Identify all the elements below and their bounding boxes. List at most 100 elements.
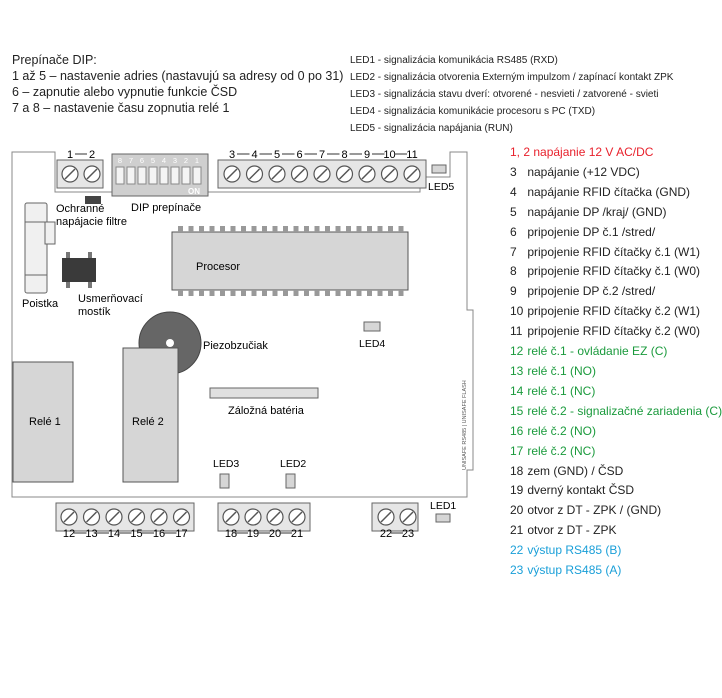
processor-pin — [335, 290, 341, 296]
terminal-number: 9 — [364, 149, 370, 161]
processor-pin — [346, 226, 351, 232]
processor-pin — [220, 290, 225, 296]
terminal-number: 13 — [85, 528, 97, 540]
terminal-block-22-23 — [371, 502, 419, 532]
legend-row: 13 relé č.1 (NO) — [510, 362, 722, 382]
legend-number: 20 — [510, 503, 524, 518]
legend-text: napájanie (+12 VDC) — [524, 164, 640, 179]
terminal-number: 20 — [269, 528, 281, 540]
processor-pin — [314, 226, 320, 232]
relay1 — [12, 361, 74, 483]
legend-row: 19 dverný kontakt ČSD — [510, 481, 722, 501]
dip-number: 6 — [140, 156, 144, 165]
battery-label: Záložná batéria — [228, 405, 305, 417]
terminal-number: 4 — [251, 149, 257, 161]
legend-number: 10 — [510, 304, 524, 319]
legend-text: napájanie DP /kraj/ (GND) — [524, 204, 667, 219]
screw-slot — [85, 511, 98, 523]
led4 — [363, 321, 381, 332]
terminal-number: 18 — [225, 528, 237, 540]
legend-row: 8 pripojenie RFID čítačky č.1 (W0) — [510, 262, 722, 282]
relay2-label: Relé 2 — [132, 416, 164, 428]
processor-pin — [314, 290, 320, 296]
legend-text: relé č.1 - ovládanie EZ (C) — [524, 344, 668, 359]
processor-pin — [388, 290, 393, 296]
legend-number: 1, 2 — [510, 145, 531, 159]
processor-pin — [398, 226, 404, 232]
screw-slot — [248, 168, 261, 180]
processor-pin — [398, 290, 404, 296]
filter-component — [85, 196, 101, 204]
legend-number: 8 — [510, 264, 517, 279]
legend-number: 19 — [510, 483, 524, 498]
backup-battery — [209, 387, 319, 399]
terminal-number: 8 — [341, 149, 347, 161]
legend-row: 7 pripojenie RFID čítačky č.1 (W1) — [510, 243, 722, 263]
legend-row: 3 napájanie (+12 VDC) — [510, 163, 722, 183]
processor-pin — [356, 290, 362, 296]
screw-slot — [271, 168, 283, 180]
screw-slot — [175, 511, 188, 523]
dip-key — [126, 166, 136, 185]
screw-slot — [225, 511, 237, 523]
side-text: UNISAFE RS485 | UNISAFE FLASH — [462, 380, 468, 470]
led4-label: LED4 — [359, 338, 385, 350]
led5-label: LED5 — [428, 181, 454, 193]
dip-number: 8 — [118, 156, 122, 165]
processor-pin — [325, 226, 330, 232]
legend-text: napájanie RFID čítačka (GND) — [524, 184, 691, 199]
processor-pin — [346, 290, 351, 296]
legend-text: pripojenie RFID čítačky č.2 (W0) — [524, 324, 701, 339]
led1-label: LED1 — [430, 500, 456, 512]
fuse-label: Poistka — [22, 298, 59, 310]
legend-text: relé č.2 - signalizačné zariadenia (C) — [524, 403, 722, 418]
processor-pin — [220, 226, 225, 232]
led2-label: LED2 — [280, 458, 306, 470]
processor-pin — [377, 226, 383, 232]
processor-pin — [188, 226, 194, 232]
processor-label: Procesor — [196, 261, 240, 273]
dip-key — [170, 166, 180, 185]
processor-pin — [209, 226, 215, 232]
legend-number: 18 — [510, 463, 524, 478]
screw-slot — [247, 511, 259, 523]
terminal-number: 19 — [247, 528, 259, 540]
terminal-number: 5 — [274, 149, 280, 161]
terminal-number: 21 — [291, 528, 303, 540]
legend-row: 4 napájanie RFID čítačka (GND) — [510, 183, 722, 203]
terminal-number: 12 — [63, 528, 75, 540]
processor-pin — [388, 226, 393, 232]
screw-slot — [153, 511, 165, 523]
legend-number: 16 — [510, 423, 524, 438]
terminal-block-12-17 — [55, 502, 195, 532]
legend-text: otvor z DT - ZPK / (GND) — [524, 503, 662, 518]
legend-number: 7 — [510, 244, 517, 259]
dip-key — [148, 166, 158, 185]
legend-row: 6 pripojenie DP č.1 /stred/ — [510, 223, 722, 243]
dip-notes: Prepínače DIP: 1 až 5 – nastavenie adrie… — [12, 52, 343, 116]
legend-row: 14 relé č.1 (NC) — [510, 382, 722, 402]
legend-row: 12 relé č.1 - ovládanie EZ (C) — [510, 342, 722, 362]
legend-text: výstup RS485 (B) — [524, 543, 622, 558]
legend-number: 15 — [510, 403, 524, 418]
legend-number: 3 — [510, 164, 517, 179]
processor-pin — [335, 226, 341, 232]
dip-note-line: 6 – zapnutie alebo vypnutie funkcie ČSD — [12, 85, 238, 99]
legend-text: pripojenie RFID čítačky č.1 (W0) — [524, 264, 701, 279]
led5 — [431, 164, 447, 174]
processor-pin — [262, 290, 267, 296]
terminal-number: 16 — [153, 528, 165, 540]
legend-number: 13 — [510, 363, 524, 378]
relay2 — [122, 347, 179, 483]
screw-slot — [383, 168, 396, 180]
terminal-number: 11 — [406, 149, 417, 161]
legend-row: 11 pripojenie RFID čítačky č.2 (W0) — [510, 322, 722, 342]
processor-pin — [199, 226, 204, 232]
legend-row: 10 pripojenie RFID čítačky č.2 (W1) — [510, 302, 722, 322]
legend-text: pripojenie RFID čítačky č.1 (W1) — [524, 244, 701, 259]
terminal-number: 17 — [175, 528, 187, 540]
processor-pin — [262, 226, 267, 232]
legend-number: 6 — [510, 224, 517, 239]
legend-number: 4 — [510, 184, 517, 199]
